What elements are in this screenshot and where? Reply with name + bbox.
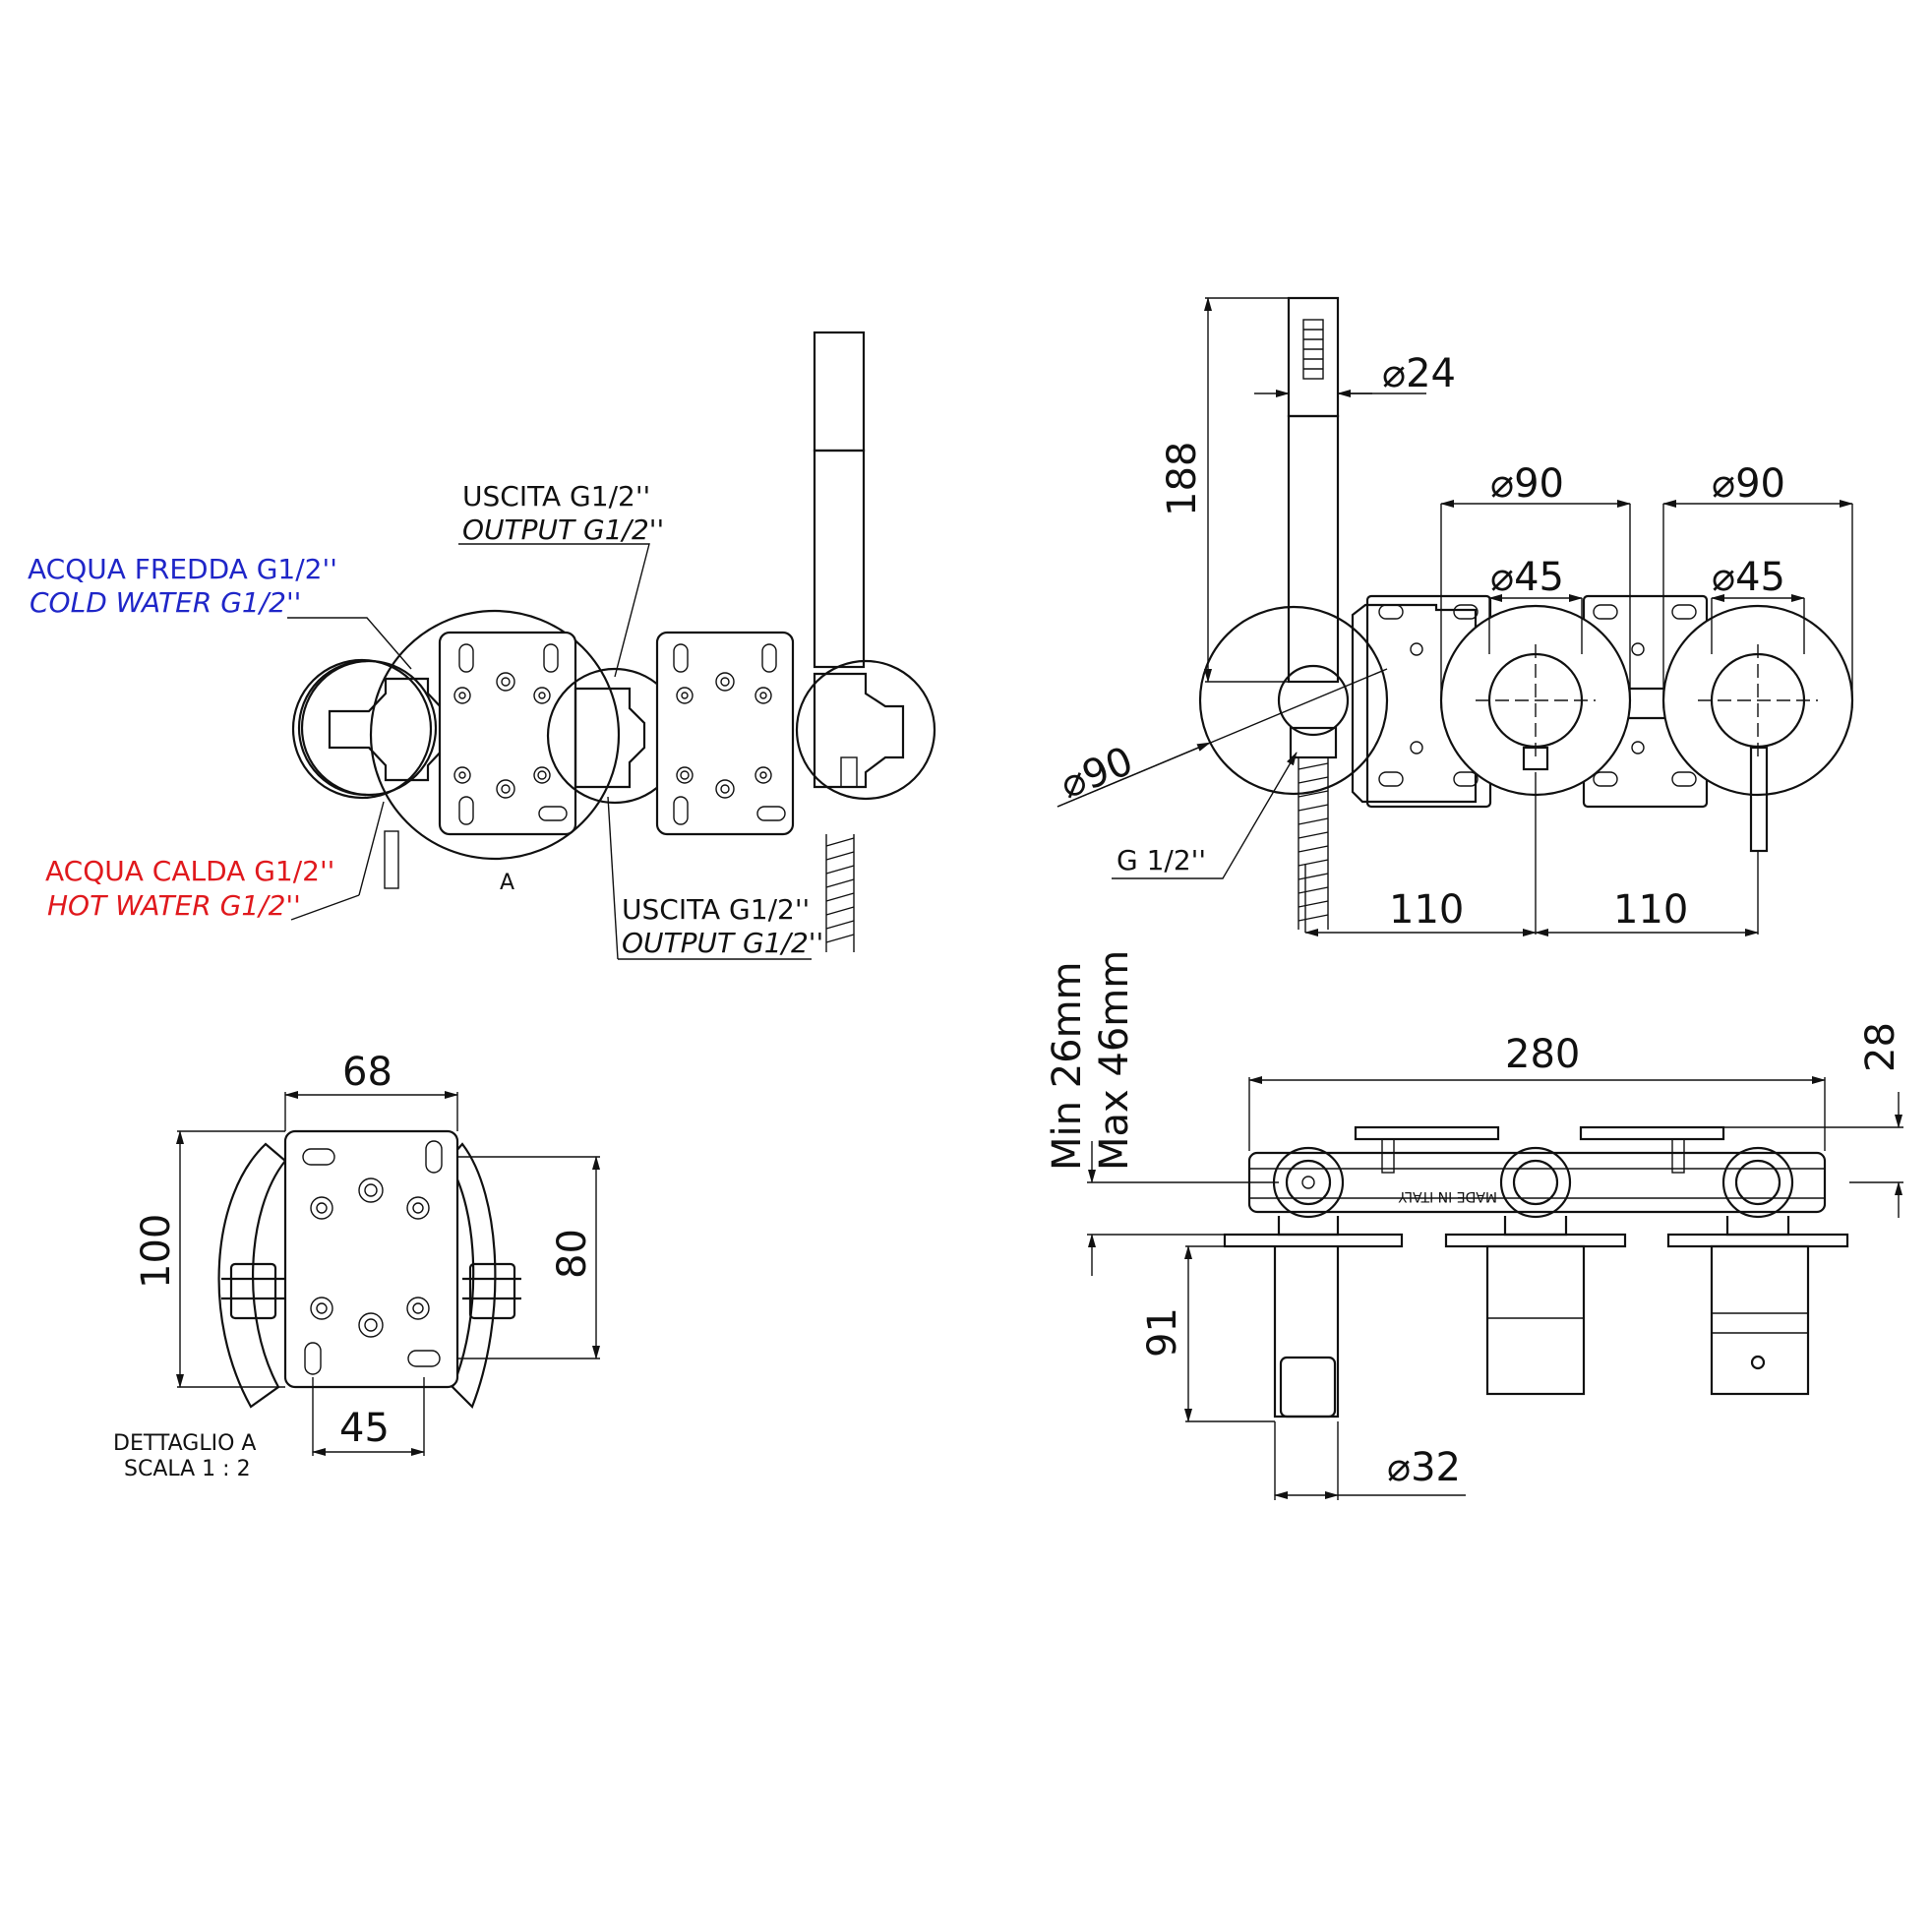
cartridge-right	[1710, 1244, 1810, 1396]
detail-a-circle	[369, 609, 621, 861]
dim-110-right: 110	[1613, 887, 1688, 933]
spout	[1273, 1246, 1340, 1419]
output-top-label-it: USCITA G1/2''	[462, 480, 650, 513]
dim-45-left: ⌀45	[1490, 555, 1564, 600]
hot-water-label-it: ACQUA CALDA G1/2''	[45, 855, 334, 887]
rear-view	[287, 331, 936, 960]
dim-32: ⌀32	[1387, 1445, 1461, 1490]
mixer-lever	[1749, 746, 1769, 853]
dim-45-detail: 45	[339, 1406, 390, 1451]
dim-91: 91	[1140, 1307, 1185, 1358]
hand-shower	[1287, 296, 1340, 418]
output-bottom-label-it: USCITA G1/2''	[622, 893, 810, 926]
detail-title: DETTAGLIO A	[113, 1431, 256, 1456]
dim-90-left: ⌀90	[1490, 461, 1564, 507]
dim-188: 188	[1160, 442, 1205, 516]
hot-water-label-en: HOT WATER G1/2''	[47, 889, 301, 922]
dim-28: 28	[1858, 1022, 1903, 1072]
output-bottom-label-en: OUTPUT G1/2''	[622, 927, 823, 959]
detail-scale: SCALA 1 : 2	[124, 1457, 251, 1481]
dim-68: 68	[342, 1050, 392, 1095]
dim-24: ⌀24	[1382, 351, 1456, 396]
top-view	[1087, 1076, 1903, 1500]
front-view	[1057, 296, 1854, 936]
cartridge-left	[1485, 1244, 1586, 1396]
detail-a-view	[176, 1091, 600, 1456]
thread-label: G 1/2''	[1117, 844, 1206, 876]
cold-water-label-it: ACQUA FREDDA G1/2''	[28, 553, 337, 585]
output-top-label-en: OUTPUT G1/2''	[462, 513, 664, 546]
hand-shower-top	[813, 331, 866, 453]
min-depth: Min 26mm	[1045, 961, 1090, 1171]
shower-outlet-flange	[1198, 605, 1389, 796]
dim-100: 100	[134, 1214, 179, 1289]
dim-280: 280	[1505, 1032, 1580, 1077]
detail-plate	[283, 1129, 459, 1389]
dim-45-right: ⌀45	[1712, 555, 1785, 600]
made-in-italy: MADE IN ITALY	[1398, 1188, 1497, 1204]
dim-80: 80	[550, 1229, 595, 1279]
mounting-plate-right	[655, 631, 795, 836]
dim-90-right: ⌀90	[1712, 461, 1785, 507]
left-flange	[300, 659, 438, 797]
dim-110-left: 110	[1389, 887, 1464, 933]
cold-water-label-en: COLD WATER G1/2''	[30, 586, 301, 619]
dim-90-flange: ⌀90	[1055, 739, 1140, 809]
detail-a-ref: A	[500, 871, 514, 895]
max-depth: Max 46mm	[1092, 950, 1137, 1171]
